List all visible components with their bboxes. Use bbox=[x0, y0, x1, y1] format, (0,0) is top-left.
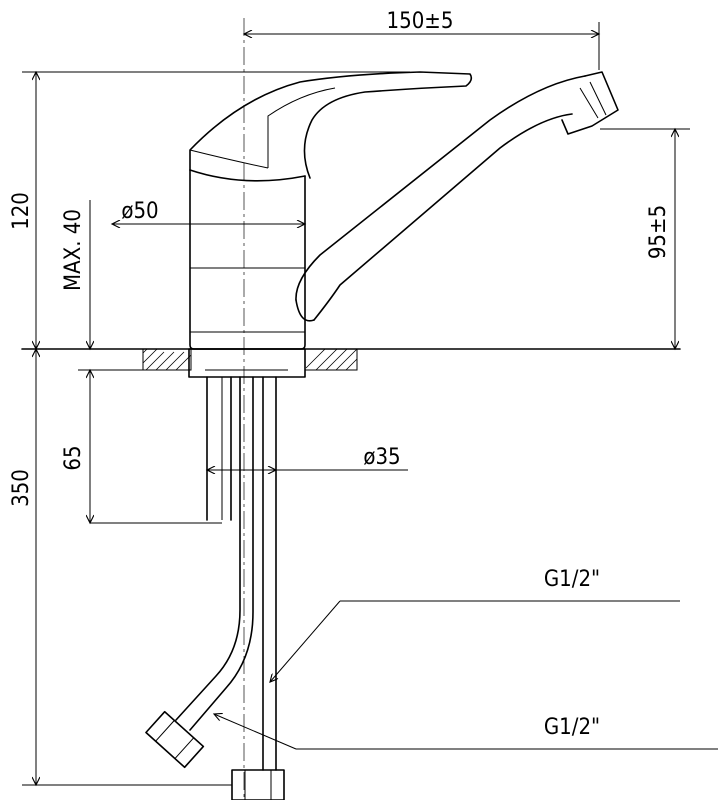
dim-total-height-label: 120 bbox=[9, 192, 34, 230]
faucet-body bbox=[189, 169, 306, 350]
upper-connection-label: G1/2" bbox=[544, 567, 600, 592]
dim-max-deck-label: MAX. 40 bbox=[61, 209, 86, 291]
spout bbox=[295, 71, 619, 322]
lower-connection-label: G1/2" bbox=[544, 715, 600, 740]
deck-section-left bbox=[142, 348, 192, 371]
dim-spout-height-label: 95±5 bbox=[646, 205, 671, 259]
supply-hose-bent bbox=[145, 376, 254, 769]
deck-section-right bbox=[304, 348, 358, 371]
dim-body-diameter-label: ø50 bbox=[121, 199, 158, 224]
dim-max-deck: MAX. 40 bbox=[61, 200, 190, 395]
dim-spout-height: 95±5 bbox=[600, 129, 690, 349]
dim-hose-length: 350 bbox=[9, 349, 232, 785]
deck-plate bbox=[188, 348, 306, 378]
dim-hose-length-label: 350 bbox=[9, 469, 34, 507]
dim-shank-length: 65 bbox=[61, 395, 222, 523]
dim-total-height: 120 bbox=[9, 72, 410, 349]
dim-body-diameter: ø50 bbox=[112, 199, 305, 224]
dim-shank-diameter: ø35 bbox=[207, 445, 408, 470]
dim-shank-length-label: 65 bbox=[61, 445, 86, 470]
mounting-shank bbox=[206, 376, 232, 521]
dim-spout-reach: 150±5 bbox=[244, 9, 599, 70]
leader-lower-connection: G1/2" bbox=[214, 714, 718, 750]
dim-shank-diameter-label: ø35 bbox=[363, 445, 400, 470]
lever-handle bbox=[189, 71, 473, 179]
dim-spout-reach-label: 150±5 bbox=[387, 9, 454, 34]
leader-upper-connection: G1/2" bbox=[270, 567, 680, 682]
